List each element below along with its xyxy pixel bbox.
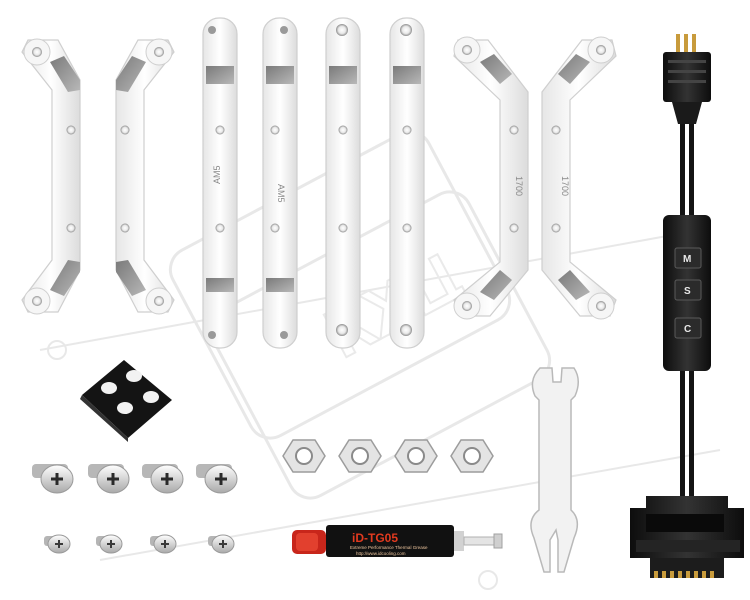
mode-button[interactable]: M bbox=[674, 247, 702, 269]
screw-large-3 bbox=[142, 464, 184, 494]
argb-controller-cable: M S C bbox=[630, 34, 744, 578]
hex-nut-3 bbox=[394, 439, 438, 473]
paste-brand: iD-TG05 bbox=[352, 531, 398, 545]
screw-small-4 bbox=[208, 534, 235, 554]
intel-bracket-2: 1700 bbox=[541, 36, 617, 320]
screw-large-4 bbox=[196, 464, 238, 494]
mode-button-label: M bbox=[683, 254, 691, 265]
screw-small-3 bbox=[150, 534, 177, 554]
straight-bracket-2 bbox=[389, 17, 425, 349]
am5-label: AM5 bbox=[212, 165, 222, 184]
paste-subtitle: Extreme Performance Thermal Grease bbox=[350, 545, 428, 550]
am5-label-2: AM5 bbox=[276, 184, 286, 203]
bent-bracket-left-mirror bbox=[115, 38, 175, 315]
screw-set-small bbox=[44, 534, 235, 554]
hex-nut-1 bbox=[282, 439, 326, 473]
straight-bracket-1 bbox=[325, 17, 361, 349]
intel-1700-label-1: 1700 bbox=[514, 176, 524, 196]
am5-bracket-2: AM5 bbox=[262, 17, 298, 349]
color-button-label: C bbox=[684, 324, 691, 335]
thermal-pad bbox=[80, 360, 172, 442]
speed-button-label: S bbox=[684, 286, 691, 297]
intel-1700-label-2: 1700 bbox=[560, 176, 570, 196]
bent-bracket-left bbox=[21, 38, 81, 315]
screw-set-large bbox=[32, 464, 238, 494]
hex-nut-2 bbox=[338, 439, 382, 473]
paste-url: http://www.idcooling.com bbox=[356, 551, 406, 556]
screw-small-1 bbox=[44, 534, 71, 554]
hex-nut-4 bbox=[450, 439, 494, 473]
am5-bracket-1: AM5 bbox=[202, 17, 238, 349]
speed-button[interactable]: S bbox=[674, 279, 702, 301]
screw-large-1 bbox=[32, 464, 74, 494]
thermal-paste-tube: iD-TG05 Extreme Performance Thermal Grea… bbox=[292, 525, 503, 557]
color-button[interactable]: C bbox=[674, 317, 702, 339]
screw-small-2 bbox=[96, 534, 123, 554]
intel-bracket-1: 1700 bbox=[453, 36, 529, 320]
wrench bbox=[530, 367, 579, 573]
screw-large-2 bbox=[88, 464, 130, 494]
hex-nut-set bbox=[282, 439, 494, 473]
